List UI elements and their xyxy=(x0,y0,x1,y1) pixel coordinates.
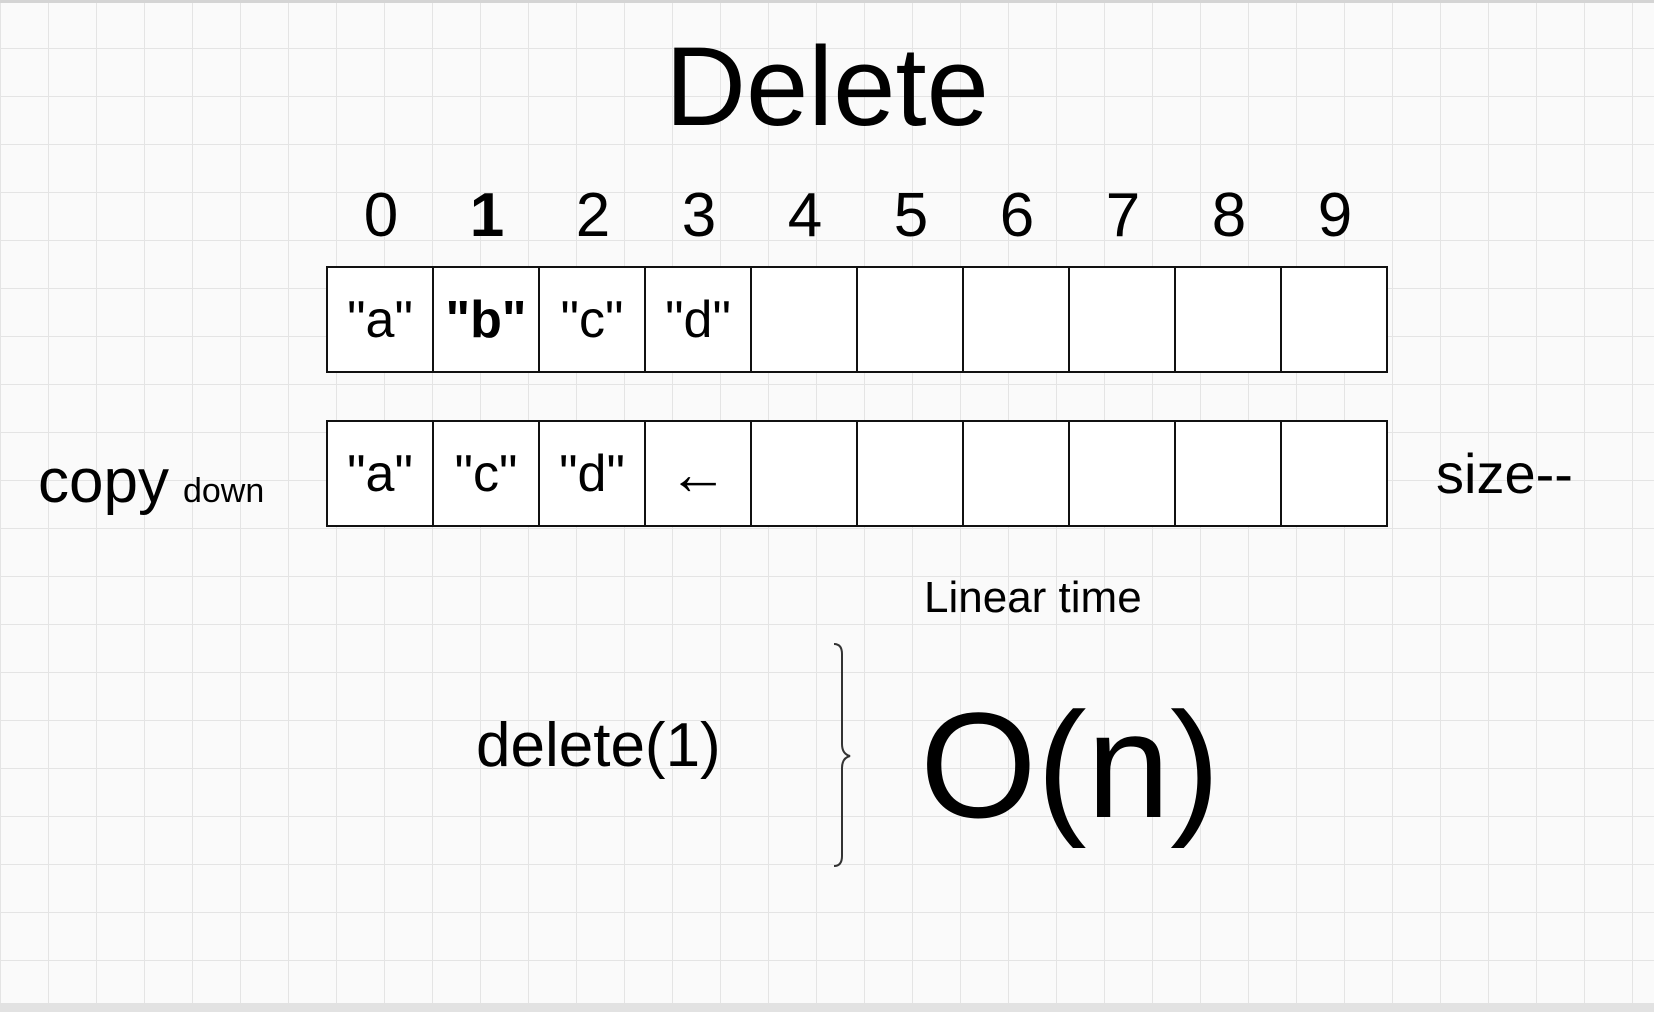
top-border xyxy=(0,0,1654,3)
array-cell: "c" xyxy=(540,268,646,373)
array-cell-empty xyxy=(858,268,964,373)
array-cell: "a" xyxy=(328,422,434,527)
delete-call-label: delete(1) xyxy=(476,711,721,780)
curly-brace-icon xyxy=(833,643,851,867)
array-cell-empty xyxy=(1282,268,1388,373)
array-cell-empty xyxy=(1282,422,1388,527)
bottom-border xyxy=(0,1003,1654,1012)
array-cell-empty xyxy=(752,268,858,373)
array-cell-empty xyxy=(752,422,858,527)
index-labels: 0 1 2 3 4 5 6 7 8 9 xyxy=(328,178,1388,254)
array-cell-empty xyxy=(964,422,1070,527)
array-cell-empty xyxy=(964,268,1070,373)
array-cell: "d" xyxy=(646,268,752,373)
index-label: 0 xyxy=(363,181,399,250)
copy-down-label: copy down xyxy=(38,442,264,531)
index-label: 5 xyxy=(893,181,929,250)
array-cell-empty xyxy=(858,422,964,527)
index-label-highlighted: 1 xyxy=(469,181,505,250)
array-before: "a" "b" "c" "d" xyxy=(326,266,1388,373)
copy-text: copy xyxy=(38,447,169,516)
array-after: "a" "c" "d" ← xyxy=(326,420,1388,527)
size-decrement-label: size-- xyxy=(1436,442,1573,505)
index-label: 4 xyxy=(787,181,823,250)
array-cell-empty xyxy=(1176,268,1282,373)
array-cell: "d" xyxy=(540,422,646,527)
array-cell-empty xyxy=(1070,268,1176,373)
index-label: 9 xyxy=(1317,181,1353,250)
index-label: 7 xyxy=(1105,181,1141,250)
array-cell-empty xyxy=(1070,422,1176,527)
index-label: 3 xyxy=(681,181,717,250)
array-cell-empty xyxy=(1176,422,1282,527)
array-cell: "c" xyxy=(434,422,540,527)
index-label: 6 xyxy=(999,181,1035,250)
diagram-title: Delete xyxy=(665,24,989,149)
index-label: 2 xyxy=(575,181,611,250)
array-cell-deleted: "b" xyxy=(434,268,540,373)
complexity-label: O(n) xyxy=(920,681,1220,849)
index-label: 8 xyxy=(1211,181,1247,250)
linear-time-label: Linear time xyxy=(924,573,1142,622)
array-cell: "a" xyxy=(328,268,434,373)
left-arrow-icon: ← xyxy=(646,422,752,527)
down-text: down xyxy=(182,472,265,510)
